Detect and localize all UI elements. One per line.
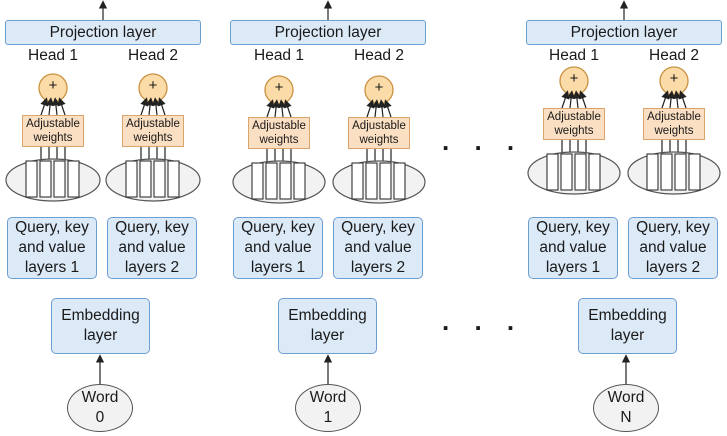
weight-to-sum-arrow — [271, 99, 281, 118]
head-label: Head 2 — [354, 47, 404, 64]
sum-plus-icon: + — [274, 79, 284, 96]
weight-to-sum-arrow — [572, 90, 582, 109]
adjustable-weights-box: Adjustable weights — [122, 115, 184, 147]
weight-to-sum-arrow — [283, 99, 292, 118]
adjustable-weights-box: Adjustable weights — [643, 108, 705, 140]
qkv-layers-box: Query, key and value layers 2 — [628, 217, 718, 279]
adjustable-weights-box: Adjustable weights — [348, 117, 410, 149]
adjustable-weights-box: Adjustable weights — [248, 117, 310, 149]
vector-bar — [574, 153, 587, 191]
vector-bar — [251, 162, 264, 200]
sum-plus-icon: + — [374, 79, 384, 96]
weight-to-sum-arrow — [45, 97, 55, 116]
vector-bar — [351, 162, 364, 200]
sum-plus-icon: + — [48, 77, 58, 94]
weight-to-sum-arrow — [277, 99, 287, 118]
head-label: Head 2 — [128, 47, 178, 64]
weight-to-sum-arrow — [678, 90, 687, 109]
ellipsis-lower: . . . — [442, 306, 524, 336]
vector-bar — [588, 153, 601, 191]
vector-bar — [688, 153, 701, 191]
weight-to-sum-arrow — [140, 97, 149, 116]
weight-to-sum-arrow — [661, 90, 670, 109]
vector-ellipse — [332, 160, 426, 204]
weight-to-sum-arrow — [366, 99, 375, 118]
vector-bar — [167, 160, 180, 198]
head-label: Head 1 — [254, 47, 304, 64]
weight-to-sum-arrow — [266, 99, 275, 118]
adjustable-weights-box: Adjustable weights — [543, 108, 605, 140]
word-node: Word N — [593, 384, 659, 432]
vector-bar — [646, 153, 659, 191]
head-label: Head 1 — [28, 47, 78, 64]
vector-bar — [546, 153, 559, 191]
embedding-layer-box: Embedding layer — [278, 298, 377, 354]
weight-to-sum-arrow — [578, 90, 587, 109]
ellipsis-upper: . . . — [442, 126, 524, 156]
vector-bar — [379, 162, 392, 200]
projection-layer-box: Projection layer — [526, 20, 722, 45]
vector-bar — [365, 162, 378, 200]
weight-to-sum-arrow — [51, 97, 61, 116]
vector-bar — [153, 160, 166, 198]
embedding-layer-box: Embedding layer — [51, 298, 150, 354]
adjustable-weights-box: Adjustable weights — [22, 115, 84, 147]
projection-layer-box: Projection layer — [5, 20, 201, 45]
vector-bar — [279, 162, 292, 200]
qkv-layers-box: Query, key and value layers 1 — [7, 217, 97, 279]
vector-bar — [674, 153, 687, 191]
weight-to-sum-arrow — [157, 97, 166, 116]
qkv-layers-box: Query, key and value layers 2 — [333, 217, 423, 279]
vector-ellipse — [105, 158, 201, 202]
sum-plus-icon: + — [148, 77, 158, 94]
weight-to-sum-arrow — [57, 97, 66, 116]
vector-bar — [660, 153, 673, 191]
vector-bar — [39, 160, 52, 198]
weight-to-sum-arrow — [383, 99, 392, 118]
weight-to-sum-arrow — [377, 99, 387, 118]
qkv-layers-box: Query, key and value layers 1 — [233, 217, 323, 279]
vector-bar — [393, 162, 406, 200]
qkv-layers-box: Query, key and value layers 2 — [107, 217, 197, 279]
weight-to-sum-arrow — [371, 99, 381, 118]
weight-to-sum-arrow — [151, 97, 161, 116]
vector-bar — [265, 162, 278, 200]
weight-to-sum-arrow — [566, 90, 576, 109]
sum-plus-icon: + — [569, 70, 579, 87]
weight-to-sum-arrow — [561, 90, 570, 109]
head-label: Head 1 — [549, 47, 599, 64]
weight-to-sum-arrow — [145, 97, 155, 116]
projection-layer-box: Projection layer — [230, 20, 426, 45]
vector-bar — [139, 160, 152, 198]
weight-to-sum-arrow — [666, 90, 676, 109]
vector-ellipse — [232, 160, 326, 204]
vector-ellipse — [627, 151, 721, 195]
vector-ellipse — [527, 151, 621, 195]
sum-plus-icon: + — [669, 70, 679, 87]
vector-bar — [67, 160, 80, 198]
qkv-layers-box: Query, key and value layers 1 — [528, 217, 618, 279]
vector-bar — [53, 160, 66, 198]
vector-bar — [25, 160, 38, 198]
weight-to-sum-arrow — [672, 90, 682, 109]
vector-bar — [125, 160, 138, 198]
embedding-layer-box: Embedding layer — [578, 298, 677, 354]
word-node: Word 0 — [67, 384, 133, 432]
word-node: Word 1 — [295, 384, 361, 432]
weight-to-sum-arrow — [40, 97, 49, 116]
vector-ellipse — [5, 158, 101, 202]
vector-bar — [293, 162, 306, 200]
vector-bar — [560, 153, 573, 191]
head-label: Head 2 — [649, 47, 699, 64]
